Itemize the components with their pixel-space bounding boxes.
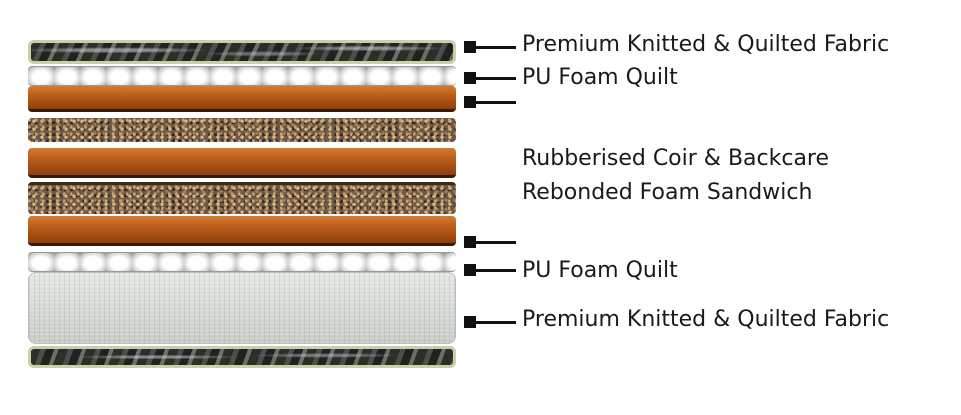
label-coir-sandwich-line-2: Rebonded Foam Sandwich (522, 180, 813, 205)
foam-layer-3 (28, 216, 456, 246)
foam-layer-1 (28, 86, 456, 112)
label-top-quilt: PU Foam Quilt (522, 65, 678, 90)
label-coir-sandwich: Rubberised Coir & Backcare Rebonded Foam… (522, 142, 829, 210)
label-bottom-fabric: Premium Knitted & Quilted Fabric (522, 307, 890, 332)
label-bottom-quilt: PU Foam Quilt (522, 258, 678, 283)
bottom-fabric-layer (28, 346, 456, 368)
label-coir-sandwich-line-1: Rubberised Coir & Backcare (522, 146, 830, 171)
side-fabric-panel (28, 272, 456, 344)
coir-layer-2 (28, 182, 456, 214)
bottom-pu-foam-quilt-layer (28, 252, 456, 272)
coir-layer-1 (28, 118, 456, 142)
top-pu-foam-quilt-layer (28, 66, 456, 86)
top-fabric-layer (28, 40, 456, 64)
foam-layer-2 (28, 148, 456, 178)
label-top-fabric: Premium Knitted & Quilted Fabric (522, 32, 890, 57)
